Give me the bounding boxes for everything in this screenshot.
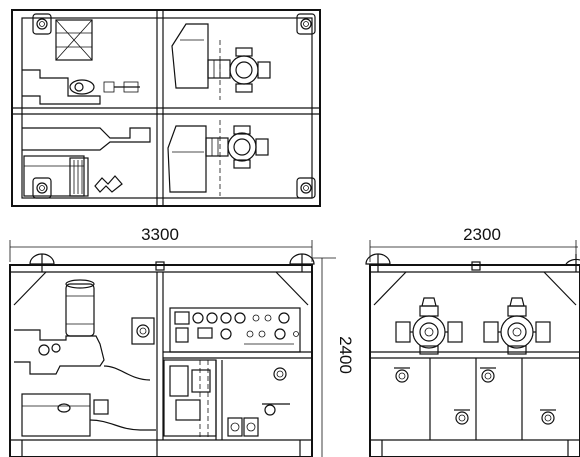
top-view	[11, 9, 321, 207]
pump-top-1	[171, 23, 271, 100]
corner-lifting-eye-icon	[296, 13, 316, 35]
height-label: 2400	[336, 336, 355, 374]
pump-top-2	[167, 120, 269, 196]
top-mark	[155, 261, 165, 271]
control-panel	[131, 307, 301, 353]
filter-cylinder	[65, 279, 95, 337]
lifting-eye-icon	[565, 254, 580, 272]
length-label: 3300	[141, 225, 179, 244]
end-view	[365, 253, 580, 457]
radiator	[55, 19, 93, 61]
corner-lifting-eye-icon	[32, 13, 52, 35]
engine-lower	[22, 127, 151, 197]
valve-icon	[394, 367, 410, 383]
lifting-eye-icon	[29, 253, 55, 272]
top-mark	[471, 261, 481, 271]
pump-end-1	[395, 297, 463, 355]
valve-icon	[454, 409, 470, 425]
side-view	[9, 253, 315, 457]
valve-icon	[540, 409, 556, 425]
engine-top	[22, 69, 140, 105]
engine-side	[14, 329, 156, 437]
end-view-frame	[369, 264, 580, 457]
side-view-frame	[9, 264, 313, 457]
valve-icon	[480, 367, 496, 383]
length-dimension: 3300	[9, 225, 313, 262]
width-label: 2300	[463, 225, 501, 244]
height-dimension: 2400	[312, 257, 355, 457]
corner-lifting-eye-icon	[32, 177, 52, 199]
pump-end-2	[483, 297, 551, 355]
lifting-eye-icon	[365, 253, 391, 272]
piping	[163, 359, 290, 440]
logo-icon	[94, 175, 123, 193]
lifting-eye-icon	[289, 253, 315, 272]
corner-lifting-eye-icon	[296, 177, 316, 199]
width-dimension: 2300	[369, 225, 578, 262]
